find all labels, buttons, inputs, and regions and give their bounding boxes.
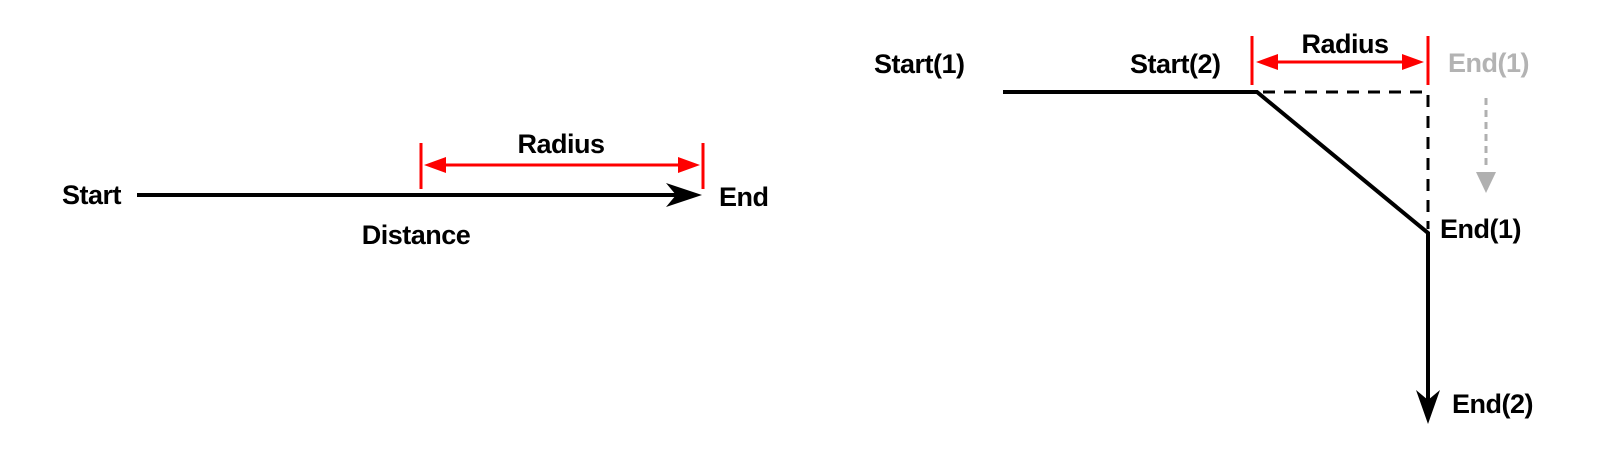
right-end2-label: End(2) (1452, 389, 1534, 419)
left-radius-label: Radius (517, 129, 605, 159)
radius-arrowhead-left-icon (424, 157, 446, 173)
left-distance-label: Distance (361, 220, 471, 250)
right-radius-label: Radius (1301, 29, 1389, 59)
distance-arrowhead-icon (666, 183, 702, 207)
right-end1-ghost-label: End(1) (1448, 48, 1530, 78)
right-end1-label: End(1) (1440, 214, 1522, 244)
left-end-label: End (719, 182, 769, 212)
right-start2-label: Start(2) (1130, 49, 1221, 79)
end1-shift-arrowhead-icon (1476, 172, 1496, 193)
left-start-label: Start (62, 180, 122, 210)
original-corner-path-dashed (1263, 90, 1430, 229)
blended-path-line (1003, 90, 1430, 401)
radius2-arrowhead-left-icon (1256, 54, 1278, 70)
blended-path-arrowhead-icon (1416, 390, 1440, 424)
right-start1-label: Start(1) (874, 49, 965, 79)
radius-arrowhead-right-icon (678, 157, 700, 173)
radius2-arrowhead-right-icon (1402, 54, 1424, 70)
